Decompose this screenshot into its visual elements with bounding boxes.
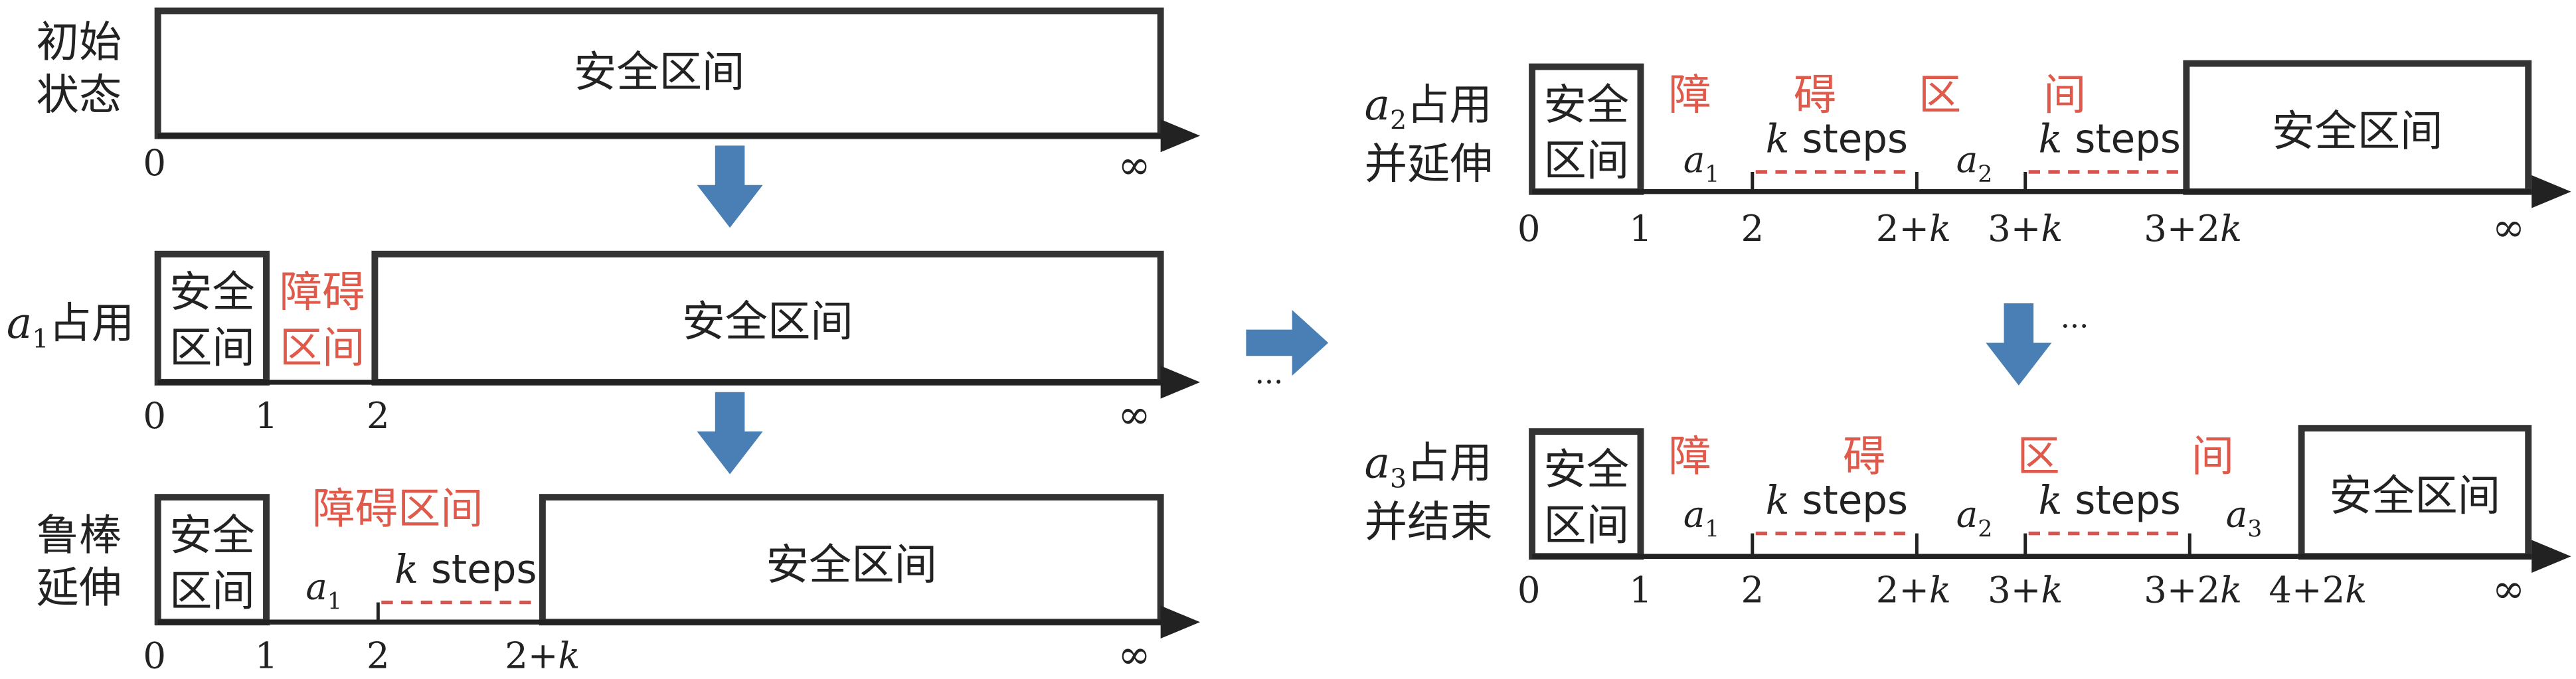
safe-label-line1: 安全 bbox=[1543, 80, 1629, 130]
a3-title-line2: 并结束 bbox=[1365, 498, 1493, 548]
agent-a1-label: a1 bbox=[1683, 138, 1720, 188]
safe-interval-label: 安全区间 bbox=[682, 297, 853, 347]
safe-label-line1: 安全 bbox=[1543, 445, 1629, 494]
agent-a1-label: a1 bbox=[1683, 493, 1720, 543]
obstacle-char: 区 bbox=[1919, 70, 1961, 120]
tick-label-2: 2 bbox=[367, 394, 390, 437]
safe-label-line2: 区间 bbox=[1543, 136, 1629, 186]
tick-label-infinity: ∞ bbox=[2492, 205, 2525, 251]
safe-label-line2: 区间 bbox=[169, 567, 255, 617]
safe-interval-label: 安全区间 bbox=[574, 47, 744, 97]
axis-arrowhead bbox=[2532, 540, 2571, 573]
robust-title-line2: 延伸 bbox=[36, 564, 122, 613]
initial-title-line1: 初始 bbox=[36, 18, 122, 68]
safe-interval-label: 安全区间 bbox=[2272, 106, 2443, 156]
tick-label-0: 0 bbox=[1517, 207, 1541, 250]
safe-label-line2: 区间 bbox=[169, 323, 255, 373]
tick-label-infinity: ∞ bbox=[2492, 567, 2525, 613]
tick-label-3k: 3+k bbox=[1988, 207, 2063, 250]
tick-label-1: 1 bbox=[1629, 207, 1652, 250]
tick-label-3k: 3+k bbox=[1988, 569, 2063, 611]
obstacle-char: 障 bbox=[1669, 70, 1711, 120]
a2-title-line1: a2占用 bbox=[1365, 80, 1492, 136]
obstacle-char: 间 bbox=[2043, 70, 2086, 120]
row-a3: a3占用 并结束 安全 区间 障 碍 区 间 安全区间 a1 k steps a… bbox=[1365, 425, 2571, 613]
down-arrow-icon bbox=[1986, 303, 2052, 386]
safe-label-line1: 安全 bbox=[169, 510, 255, 560]
robust-title-line1: 鲁棒 bbox=[36, 510, 122, 560]
row-a2: a2占用 并延伸 安全 区间 障 碍 区 间 安全区间 a1 k steps a… bbox=[1365, 60, 2571, 251]
k-steps-label: k steps bbox=[1766, 478, 1908, 524]
tick-label-2: 2 bbox=[367, 635, 390, 677]
a2-title-line2: 并延伸 bbox=[1365, 139, 1493, 189]
axis-arrowhead bbox=[1160, 605, 1201, 639]
safe-label-line2: 区间 bbox=[1543, 501, 1629, 551]
k-steps-label: k steps bbox=[2039, 478, 2181, 524]
row-a1: a1占用 安全 区间 障碍 区间 安全区间 0 1 2 ∞ bbox=[7, 250, 1201, 438]
tick-label-2: 2 bbox=[1741, 207, 1764, 250]
safe-interval-label: 安全区间 bbox=[2330, 471, 2500, 521]
down-arrow-icon bbox=[697, 145, 763, 228]
tick-label-0: 0 bbox=[1517, 569, 1541, 611]
tick-label-infinity: ∞ bbox=[1118, 143, 1151, 189]
agent-a3-label: a3 bbox=[2226, 493, 2263, 543]
ellipsis-right: ··· bbox=[2061, 309, 2089, 344]
a1-row-title: a1占用 bbox=[7, 299, 134, 354]
tick-label-0: 0 bbox=[143, 635, 166, 677]
tick-label-3-2k: 3+2k bbox=[2144, 569, 2242, 611]
axis-arrowhead bbox=[1160, 119, 1201, 153]
tick-label-4-2k: 4+2k bbox=[2269, 569, 2367, 611]
k-steps-label: k steps bbox=[2039, 116, 2181, 162]
obstacle-char: 碍 bbox=[1843, 432, 1885, 482]
k-steps-label: k steps bbox=[1766, 116, 1908, 162]
agent-a1-label: a1 bbox=[305, 566, 342, 615]
tick-label-1: 1 bbox=[1629, 569, 1652, 611]
tick-label-0: 0 bbox=[143, 141, 166, 184]
tick-label-2: 2 bbox=[1741, 569, 1764, 611]
tick-label-1: 1 bbox=[255, 394, 278, 437]
obstacle-char: 区 bbox=[2017, 432, 2059, 482]
ellipsis-center: ··· bbox=[1255, 365, 1283, 400]
agent-a2-label: a2 bbox=[1956, 138, 1993, 188]
initial-title-line2: 状态 bbox=[36, 70, 122, 120]
down-arrow-icon bbox=[697, 392, 763, 475]
row-initial: 初始 状态 安全区间 0 ∞ bbox=[36, 7, 1201, 189]
obstacle-interval-label: 障碍区间 bbox=[312, 485, 483, 534]
obstacle-char: 碍 bbox=[1794, 70, 1836, 120]
safe-interval-label: 安全区间 bbox=[766, 540, 937, 590]
a3-title-line1: a3占用 bbox=[1365, 438, 1492, 494]
tick-label-2k: 2+k bbox=[505, 635, 580, 677]
k-steps-label: k steps bbox=[394, 547, 537, 593]
row-robust: 鲁棒 延伸 安全 区间 障碍区间 安全区间 a1 k steps 0 1 2 2… bbox=[36, 485, 1201, 678]
axis-arrowhead bbox=[2532, 175, 2571, 208]
obstacle-char: 障 bbox=[1669, 432, 1711, 482]
obstacle-label-line2: 区间 bbox=[280, 323, 365, 373]
tick-label-1: 1 bbox=[255, 635, 278, 677]
tick-label-2k: 2+k bbox=[1876, 207, 1951, 250]
right-arrow-icon bbox=[1246, 309, 1329, 376]
axis-arrowhead bbox=[1160, 366, 1201, 399]
tick-label-infinity: ∞ bbox=[1118, 392, 1151, 438]
agent-a2-label: a2 bbox=[1956, 493, 1993, 543]
tick-label-0: 0 bbox=[143, 394, 166, 437]
safe-label-line1: 安全 bbox=[169, 267, 255, 317]
obstacle-char: 间 bbox=[2191, 432, 2234, 482]
obstacle-label-line1: 障碍 bbox=[280, 267, 365, 317]
tick-label-infinity: ∞ bbox=[1118, 633, 1151, 678]
tick-label-3-2k: 3+2k bbox=[2144, 207, 2242, 250]
tick-label-2k: 2+k bbox=[1876, 569, 1951, 611]
